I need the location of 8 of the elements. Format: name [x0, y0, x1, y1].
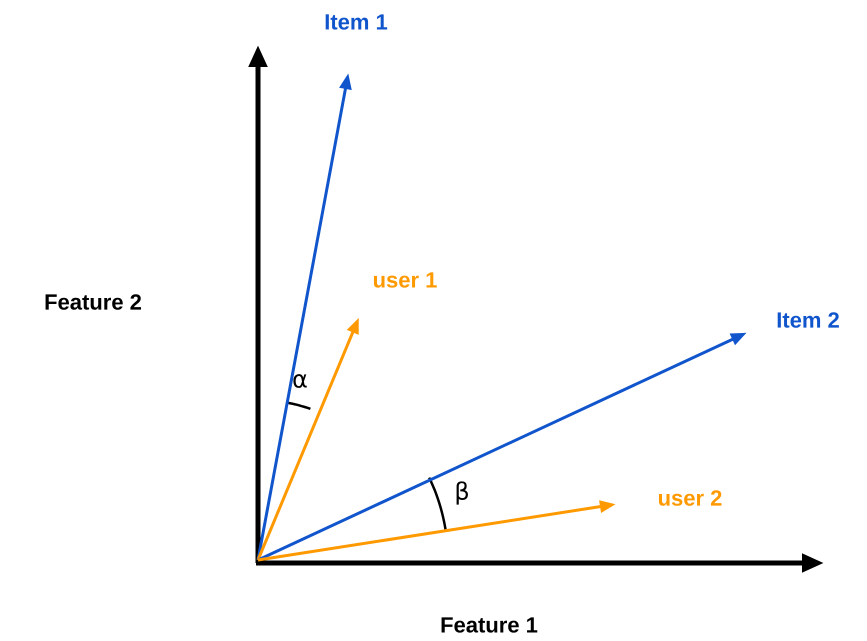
axis-label: Feature 2	[46, 294, 141, 310]
vector-label: Item 2	[778, 312, 839, 328]
angle-label: β	[456, 481, 468, 505]
vector-label: Item 1	[326, 14, 388, 30]
vector-label: user 2	[658, 490, 722, 506]
axis-label: Feature 1	[442, 617, 538, 633]
vector-label: user 1	[374, 272, 437, 288]
angle-label: α	[293, 374, 307, 388]
